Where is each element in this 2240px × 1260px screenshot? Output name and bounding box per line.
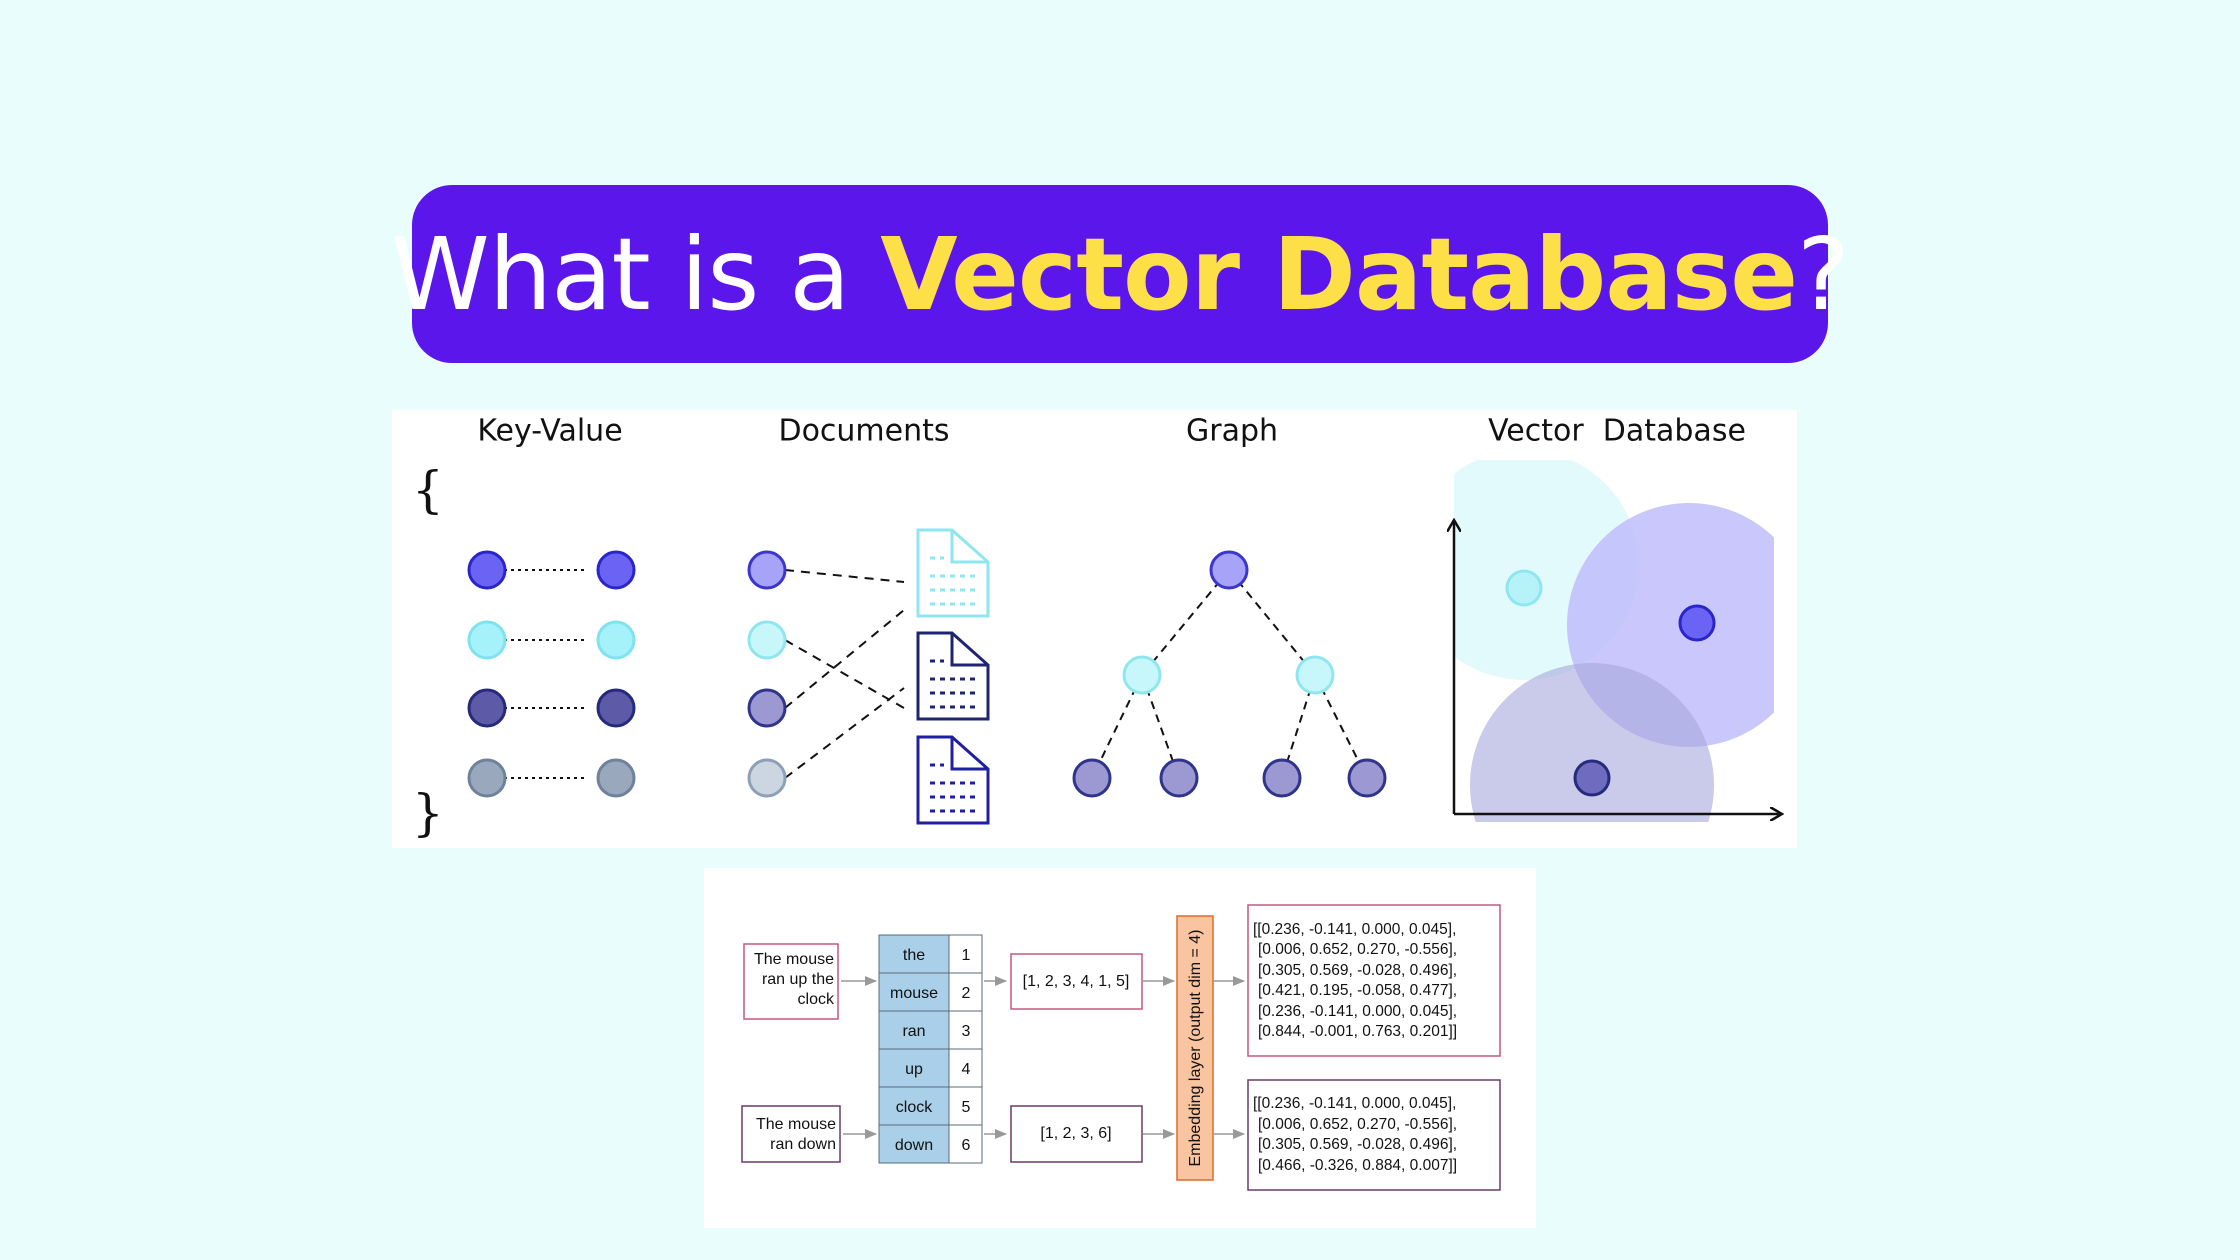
vocab-index: 2	[962, 985, 971, 1002]
key-value-diagram: { }	[412, 461, 636, 842]
open-brace: {	[412, 461, 444, 519]
doc-node-3	[747, 688, 787, 728]
vector-row: [0.466, -0.326, 0.884, 0.007]]	[1258, 1157, 1457, 1174]
graph-heading: Graph	[1186, 414, 1278, 449]
vocab-word: up	[905, 1061, 923, 1078]
sentence-1-line-3: clock	[798, 991, 835, 1008]
title-prefix: What is a	[390, 215, 881, 333]
vocab-word: clock	[896, 1099, 933, 1116]
kv-value-1	[596, 550, 636, 590]
vocab-index: 1	[962, 947, 971, 964]
kv-value-2	[596, 620, 636, 660]
vocab-index: 4	[962, 1061, 971, 1078]
documents-heading: Documents	[778, 414, 949, 449]
title-suffix: ?	[1797, 215, 1850, 333]
doc-node-4	[747, 758, 787, 798]
key-value-heading: Key-Value	[477, 414, 622, 449]
vector-row: [0.305, 0.569, -0.028, 0.496],	[1258, 1136, 1457, 1153]
doc-node-1	[747, 550, 787, 590]
vocabulary-table: the 1 mouse 2 ran 3 up 4 clock 5 down 6	[878, 934, 983, 1164]
vocab-word: ran	[902, 1023, 925, 1040]
kv-value-4	[596, 758, 636, 798]
sequence-2-box	[1010, 1105, 1143, 1163]
graph-leaf-node	[1262, 758, 1302, 798]
embedding-layer-box	[1176, 915, 1214, 1181]
vector-database-heading: Vector Database	[1488, 414, 1746, 449]
sentence-2-line-1: The mouse	[756, 1116, 836, 1133]
vector-row: [0.421, 0.195, -0.058, 0.477],	[1258, 982, 1457, 999]
kv-value-3	[596, 688, 636, 728]
close-brace: }	[412, 784, 444, 842]
embedding-pipeline-panel: The mouse ran up the clock The mouse ran…	[704, 868, 1536, 1228]
sentence-1-line-1: The mouse	[754, 951, 834, 968]
sentence-2-line-2: ran down	[770, 1136, 836, 1153]
vector-point	[1505, 569, 1543, 607]
vector-point	[1573, 759, 1611, 797]
vector-row: [0.844, -0.001, 0.763, 0.201]]	[1258, 1023, 1457, 1040]
vector-row: [[0.236, -0.141, 0.000, 0.045],	[1253, 921, 1456, 938]
documents-diagram	[747, 528, 990, 825]
vocab-index: 6	[962, 1137, 971, 1154]
doc-node-2	[747, 620, 787, 660]
title-banner: What is a Vector Database?	[391, 185, 1850, 363]
kv-key-3	[467, 688, 507, 728]
graph-root-node	[1209, 550, 1249, 590]
vocab-word: the	[903, 947, 925, 964]
vocab-word: down	[895, 1137, 933, 1154]
graph-leaf-node	[1072, 758, 1112, 798]
vectors-1-box	[1247, 904, 1501, 1057]
sentence-1-line-2: ran up the	[762, 971, 834, 988]
vector-row: [[0.236, -0.141, 0.000, 0.045],	[1253, 1095, 1456, 1112]
vector-space-diagram	[1409, 460, 1797, 822]
sequence-2-text: [1, 2, 3, 6]	[1040, 1125, 1111, 1142]
kv-key-4	[467, 758, 507, 798]
kv-key-2	[467, 620, 507, 660]
document-icon	[916, 735, 990, 825]
sentence-1-box	[743, 943, 839, 1020]
vocab-index: 5	[962, 1099, 971, 1116]
vector-row: [0.305, 0.569, -0.028, 0.496],	[1258, 962, 1457, 979]
graph-child-node	[1295, 655, 1335, 695]
sentence-2-box	[741, 1105, 841, 1163]
vocab-index: 3	[962, 1023, 971, 1040]
graph-leaf-node	[1159, 758, 1199, 798]
graph-leaf-node	[1347, 758, 1387, 798]
sequence-1-text: [1, 2, 3, 4, 1, 5]	[1023, 973, 1130, 990]
kv-key-1	[467, 550, 507, 590]
graph-diagram	[1072, 550, 1387, 798]
vector-row: [0.006, 0.652, 0.270, -0.556],	[1258, 941, 1457, 958]
database-types-panel: Key-Value Documents Graph Vector Databas…	[392, 410, 1797, 848]
graph-child-node	[1122, 655, 1162, 695]
vector-row: [0.236, -0.141, 0.000, 0.045],	[1258, 1003, 1457, 1020]
vectors-2-box	[1247, 1079, 1501, 1191]
sequence-1-box	[1010, 953, 1143, 1010]
embedding-layer-label: Embedding layer (output dim = 4)	[1187, 929, 1204, 1166]
title-highlight: Vector Database	[880, 215, 1798, 333]
document-icon	[916, 631, 990, 721]
vocab-word: mouse	[890, 985, 938, 1002]
vector-row: [0.006, 0.652, 0.270, -0.556],	[1258, 1116, 1457, 1133]
document-icon	[916, 528, 990, 618]
vector-point	[1678, 604, 1716, 642]
